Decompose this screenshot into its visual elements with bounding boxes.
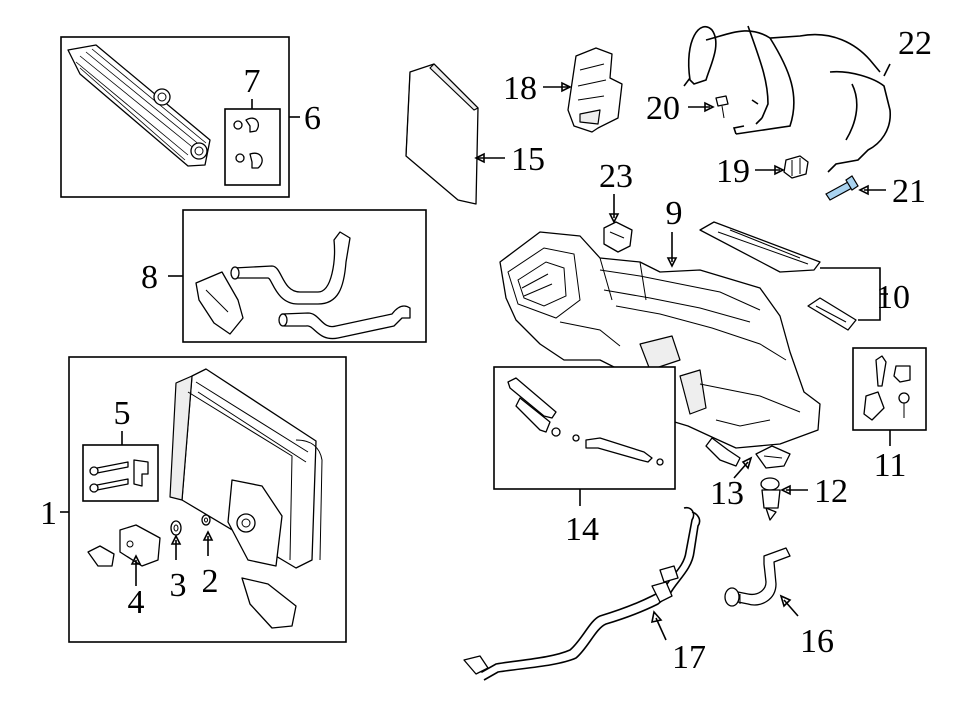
- callout-8: 8: [141, 259, 158, 296]
- callout-23: 23: [599, 158, 633, 195]
- sensor-part-23[interactable]: [603, 221, 633, 253]
- arrow-13: [741, 456, 753, 470]
- retainer-pin-part-21[interactable]: [825, 175, 859, 201]
- callout-16: 16: [800, 623, 834, 660]
- callout-4: 4: [128, 584, 145, 621]
- seal-part-3[interactable]: [170, 520, 182, 536]
- hvac-housing-part-9[interactable]: [499, 231, 821, 467]
- group-box-6: 7 6: [60, 36, 321, 198]
- callout-21: 21: [892, 173, 926, 210]
- grommet-part-12[interactable]: [760, 477, 781, 521]
- callout-18: 18: [503, 70, 537, 107]
- callout-6: 6: [304, 100, 321, 137]
- arrow-15: [474, 152, 485, 164]
- group-box-1: 5 4 3 2 1: [40, 356, 347, 643]
- hardware-parts-11[interactable]: [863, 355, 911, 421]
- arrow-9: [666, 257, 678, 268]
- cabin-filter-part-15[interactable]: [405, 63, 479, 205]
- bolts-part-5[interactable]: [89, 459, 149, 493]
- arrow-12: [780, 484, 791, 496]
- screw-part-20[interactable]: [715, 95, 729, 119]
- callout-13: 13: [710, 475, 744, 512]
- gasket-part-13[interactable]: [755, 445, 791, 469]
- arrow-20: [704, 101, 715, 113]
- callout-11: 11: [874, 447, 907, 484]
- clip-parts-7[interactable]: [233, 117, 263, 169]
- callout-10: 10: [876, 279, 910, 316]
- refrigerant-line-part-17[interactable]: [463, 506, 701, 681]
- callout-14: 14: [565, 511, 599, 548]
- callout-3: 3: [170, 567, 187, 604]
- callout-9: 9: [666, 195, 683, 232]
- evaporator-core-part[interactable]: [169, 368, 323, 629]
- callout-12: 12: [814, 473, 848, 510]
- callout-1: 1: [40, 495, 57, 532]
- wiring-harness-part-22[interactable]: [683, 25, 891, 173]
- arrow-3: [170, 534, 182, 545]
- leader-16: [783, 599, 799, 617]
- hose-parts-8[interactable]: [195, 231, 411, 340]
- callout-15: 15: [511, 141, 545, 178]
- arrow-19: [774, 164, 785, 176]
- arrow-18: [561, 81, 572, 93]
- group-box-11: 11: [852, 347, 927, 484]
- group-box-8: 8: [141, 209, 427, 343]
- callout-7: 7: [244, 63, 261, 100]
- leader-22: [883, 63, 891, 77]
- hose-part-16[interactable]: [724, 547, 791, 607]
- bracket-part-4[interactable]: [87, 524, 161, 567]
- frame-box-11: [852, 347, 927, 431]
- arrow-21: [858, 184, 869, 196]
- control-module-part-18[interactable]: [567, 47, 623, 133]
- group-box-14: 14: [493, 366, 676, 548]
- callout-19: 19: [716, 153, 750, 190]
- callout-17: 17: [672, 639, 706, 676]
- seal-part-2[interactable]: [201, 514, 211, 526]
- callout-20: 20: [646, 90, 680, 127]
- callout-2: 2: [202, 563, 219, 600]
- connector-part-19[interactable]: [783, 155, 809, 179]
- arrow-23: [608, 213, 620, 224]
- cover-part-10[interactable]: [699, 221, 857, 331]
- leader-17: [655, 617, 667, 641]
- callout-5: 5: [114, 395, 131, 432]
- drain-tube-part-14[interactable]: [507, 377, 664, 466]
- heater-core-part[interactable]: [67, 44, 211, 167]
- callout-22: 22: [898, 25, 932, 62]
- arrow-4: [130, 554, 142, 565]
- arrow-17: [650, 610, 663, 624]
- arrow-2: [202, 530, 214, 541]
- arrow-16: [779, 594, 792, 608]
